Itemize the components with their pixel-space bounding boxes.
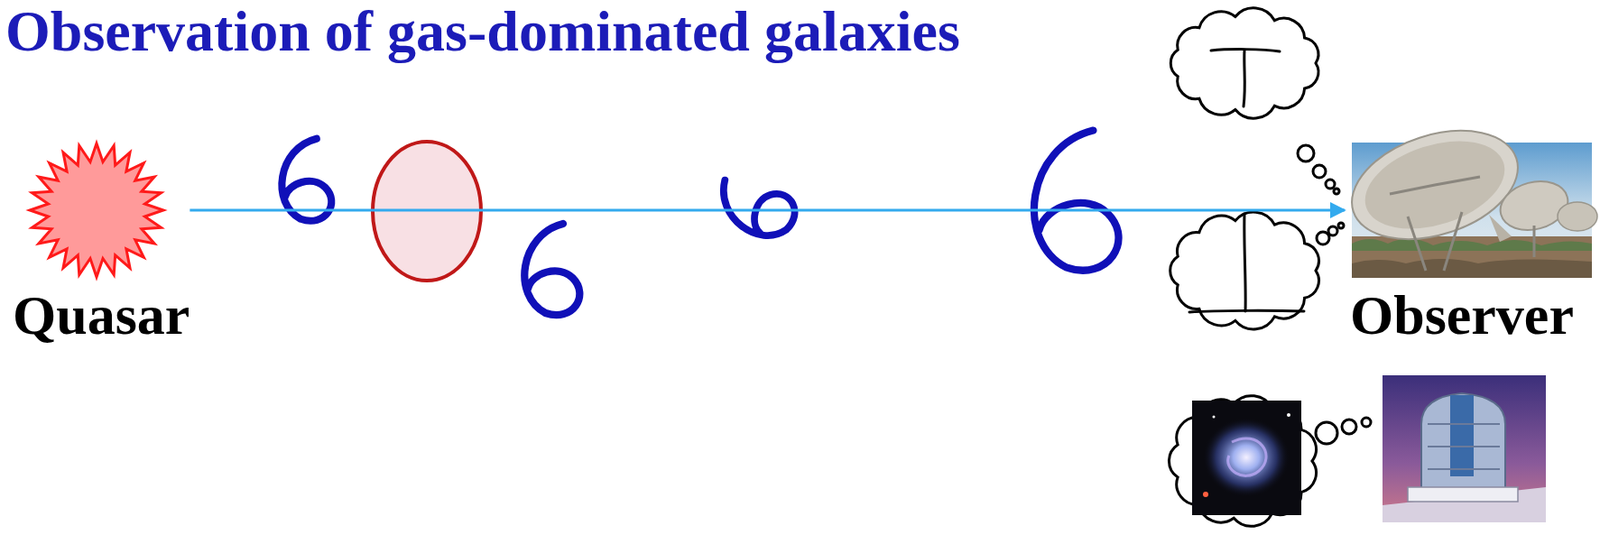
node-label: Observer: [1350, 284, 1592, 346]
galaxy-glyph: [524, 223, 580, 315]
quasar-node: Quasar: [12, 142, 190, 346]
quasar-starburst: [29, 143, 164, 278]
node-figure-area: [1350, 142, 1592, 278]
galaxy-glyph: [281, 138, 332, 222]
galaxy-glyphs: [281, 130, 1119, 316]
galaxy-glyph: [1034, 130, 1120, 271]
light-path-arrow: [189, 209, 1345, 213]
thought-cloud: [1170, 212, 1320, 330]
thought-cloud: [1170, 8, 1319, 119]
line-profiles: [1189, 49, 1305, 313]
thought-cloud: [1168, 396, 1316, 528]
node-figure-area: [12, 142, 181, 278]
radio-telescope-photo: [1338, 110, 1598, 278]
observer-node: Observer: [1350, 142, 1592, 346]
optical-telescope-photo: [1382, 375, 1546, 523]
galaxy-glyph: [709, 167, 802, 248]
node-label: Quasar: [12, 284, 190, 346]
diagram-title: Observation of gas-dominated galaxies: [5, 0, 961, 64]
galaxy-photo: [1192, 400, 1302, 516]
